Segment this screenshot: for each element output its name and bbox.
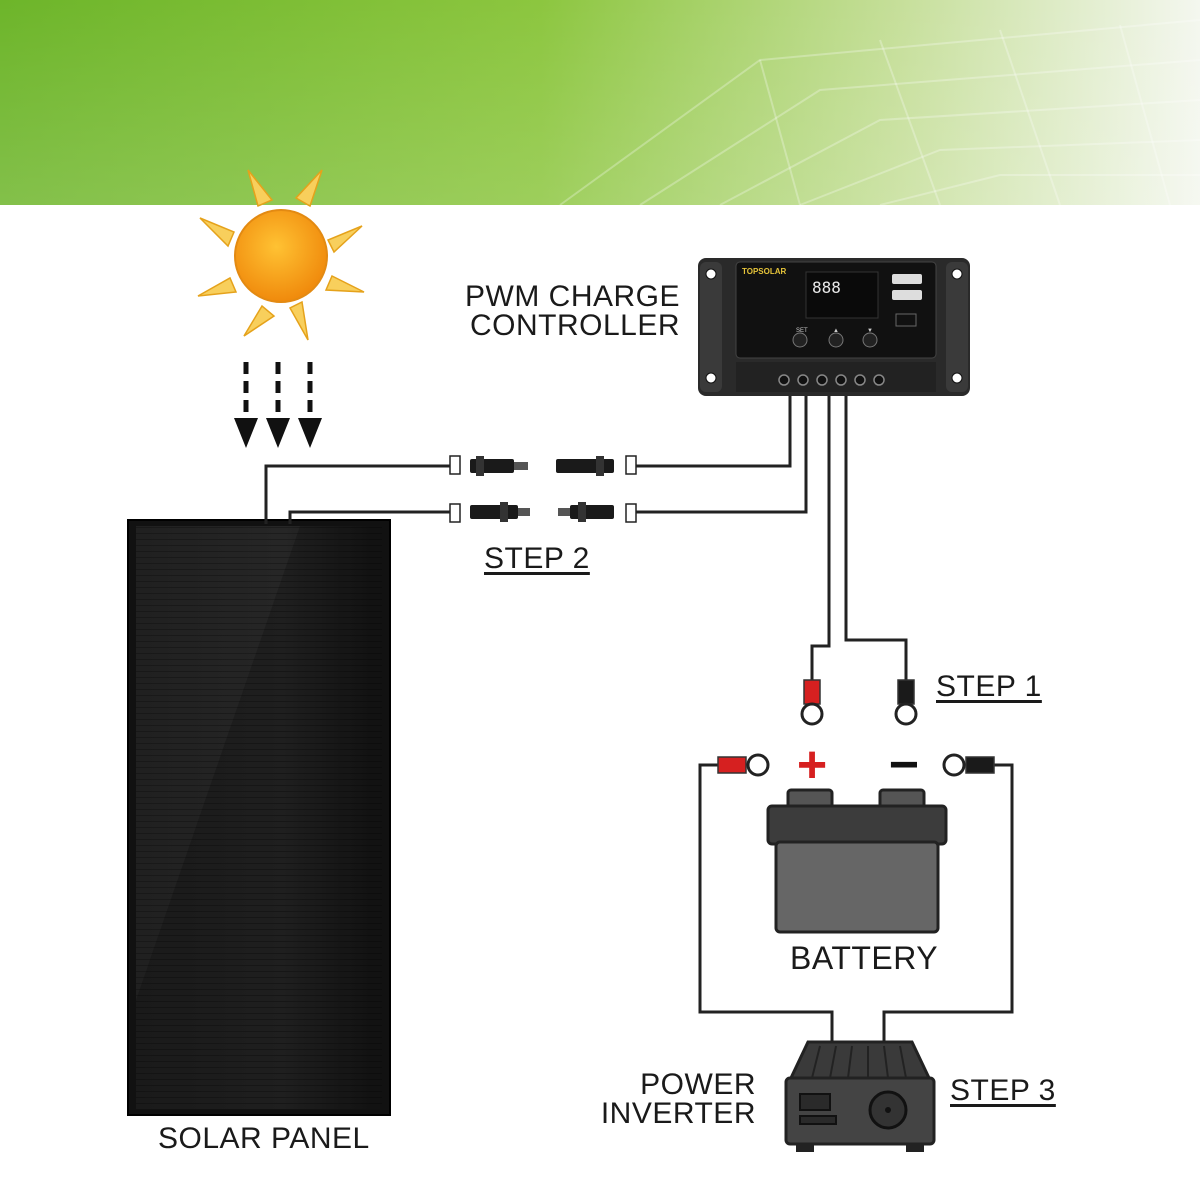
- positive-sign: +: [797, 736, 827, 794]
- controller-button-up: ▲: [833, 328, 839, 334]
- step1-label: STEP 1: [936, 670, 1042, 703]
- usb-port-icon: [892, 274, 922, 300]
- wires: [264, 396, 1014, 1048]
- controller-display: 888: [812, 278, 841, 297]
- mc4-connector-icon: [449, 455, 637, 523]
- pwm-controller-label-line2: CONTROLLER: [469, 309, 680, 342]
- battery-label: BATTERY: [790, 940, 939, 976]
- charge-controller: [698, 258, 970, 396]
- top-banner: [0, 0, 1200, 206]
- ring-terminal-icon: [717, 679, 995, 777]
- controller-button-down: ▼: [867, 328, 873, 334]
- inverter-icon: [784, 1040, 936, 1152]
- negative-sign: −: [889, 736, 919, 794]
- power-inverter-label-line2: INVERTER: [600, 1097, 756, 1130]
- controller-button-set: SET: [796, 328, 808, 334]
- sunlight-arrows-icon: [234, 362, 322, 448]
- battery-icon: [766, 788, 948, 934]
- step3-label: STEP 3: [950, 1074, 1056, 1107]
- power-inverter-label: POWER INVERTER: [596, 1068, 756, 1130]
- pwm-controller-label: PWM CHARGE CONTROLLER: [462, 280, 680, 342]
- sun-icon: [197, 169, 365, 341]
- step2-label: STEP 2: [484, 542, 590, 575]
- power-inverter-label-line1: POWER: [640, 1068, 756, 1101]
- pwm-controller-label-line1: PWM CHARGE: [465, 280, 680, 313]
- controller-brand: TOPSOLAR: [742, 267, 787, 276]
- solar-panel: [127, 519, 391, 1116]
- solar-panel-label: SOLAR PANEL: [158, 1122, 370, 1155]
